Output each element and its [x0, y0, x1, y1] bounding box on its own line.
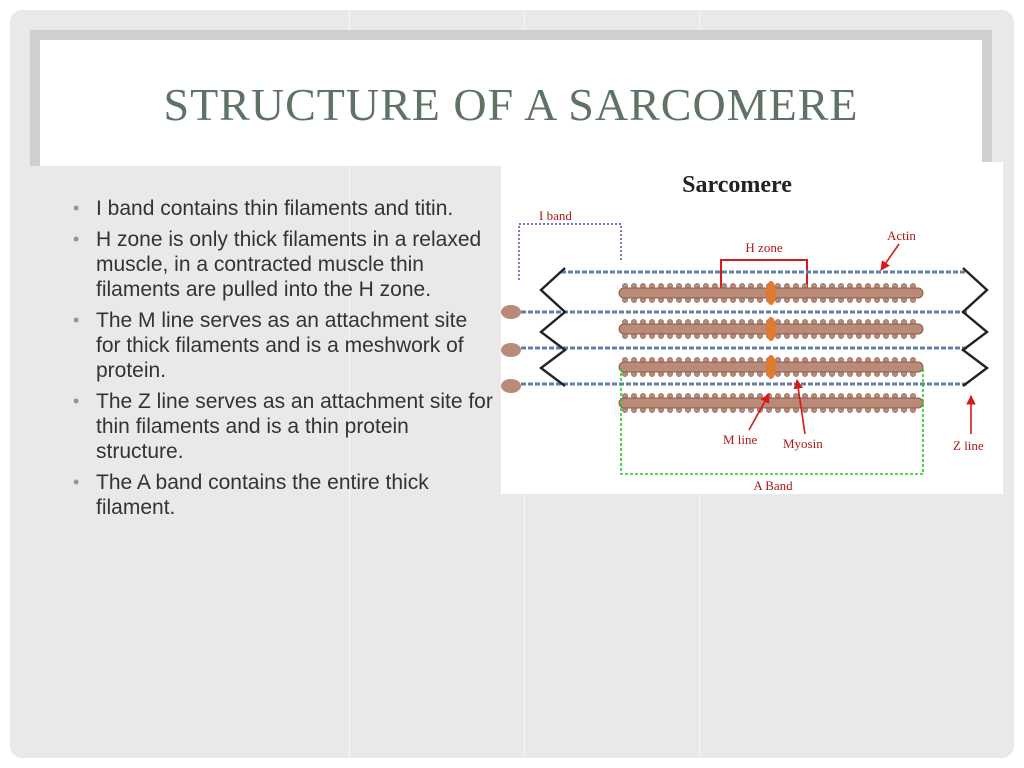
bullet-item: The A band contains the entire thick fil…: [68, 470, 496, 520]
slide: STRUCTURE OF A SARCOMERE I band contains…: [10, 10, 1014, 758]
background-divider: [349, 10, 350, 758]
filament-cross-section: [501, 379, 521, 393]
m-line-disc: [766, 317, 776, 341]
diagram-title: Sarcomere: [682, 172, 792, 198]
label-m-line: M line: [723, 432, 758, 447]
m-line-arrow: [748, 393, 770, 431]
label-actin: Actin: [887, 228, 916, 243]
i-band-bracket: [518, 223, 622, 280]
bullet-item: H zone is only thick filaments in a rela…: [68, 227, 496, 302]
a-band-bracket: [620, 368, 924, 475]
label-i-band: I band: [539, 208, 572, 223]
filament-cross-section: [501, 343, 521, 357]
sarcomere-diagram: Sarcomere I band H zone Actin: [501, 162, 1003, 494]
m-line-disc: [766, 281, 776, 305]
myosin-filament: [618, 397, 924, 409]
slide-title: STRUCTURE OF A SARCOMERE: [163, 78, 859, 130]
label-a-band: A Band: [753, 478, 793, 493]
z-line-right: [961, 267, 989, 387]
bullet-item: The Z line serves as an attachment site …: [68, 389, 496, 464]
filament-row: [521, 310, 967, 341]
bullet-item: The M line serves as an attachment site …: [68, 308, 496, 383]
label-h-zone: H zone: [745, 240, 782, 255]
filament-row: [561, 270, 967, 305]
filament-cross-section: [501, 305, 521, 319]
label-myosin: Myosin: [783, 436, 823, 451]
h-zone-bracket: [720, 259, 808, 288]
bullet-item: I band contains thin filaments and titin…: [68, 196, 496, 221]
title-box: STRUCTURE OF A SARCOMERE: [40, 40, 982, 166]
filament-row: [521, 382, 967, 413]
z-line-left: [539, 267, 567, 387]
label-z-line: Z line: [953, 438, 984, 453]
m-line-disc: [766, 355, 776, 379]
filament-row: [521, 346, 967, 379]
bullet-list: I band contains thin filaments and titin…: [68, 196, 496, 526]
myosin-arrow: [793, 379, 806, 435]
actin-arrow: [880, 243, 900, 271]
sarcomere-svg: Sarcomere I band H zone Actin: [501, 172, 989, 493]
